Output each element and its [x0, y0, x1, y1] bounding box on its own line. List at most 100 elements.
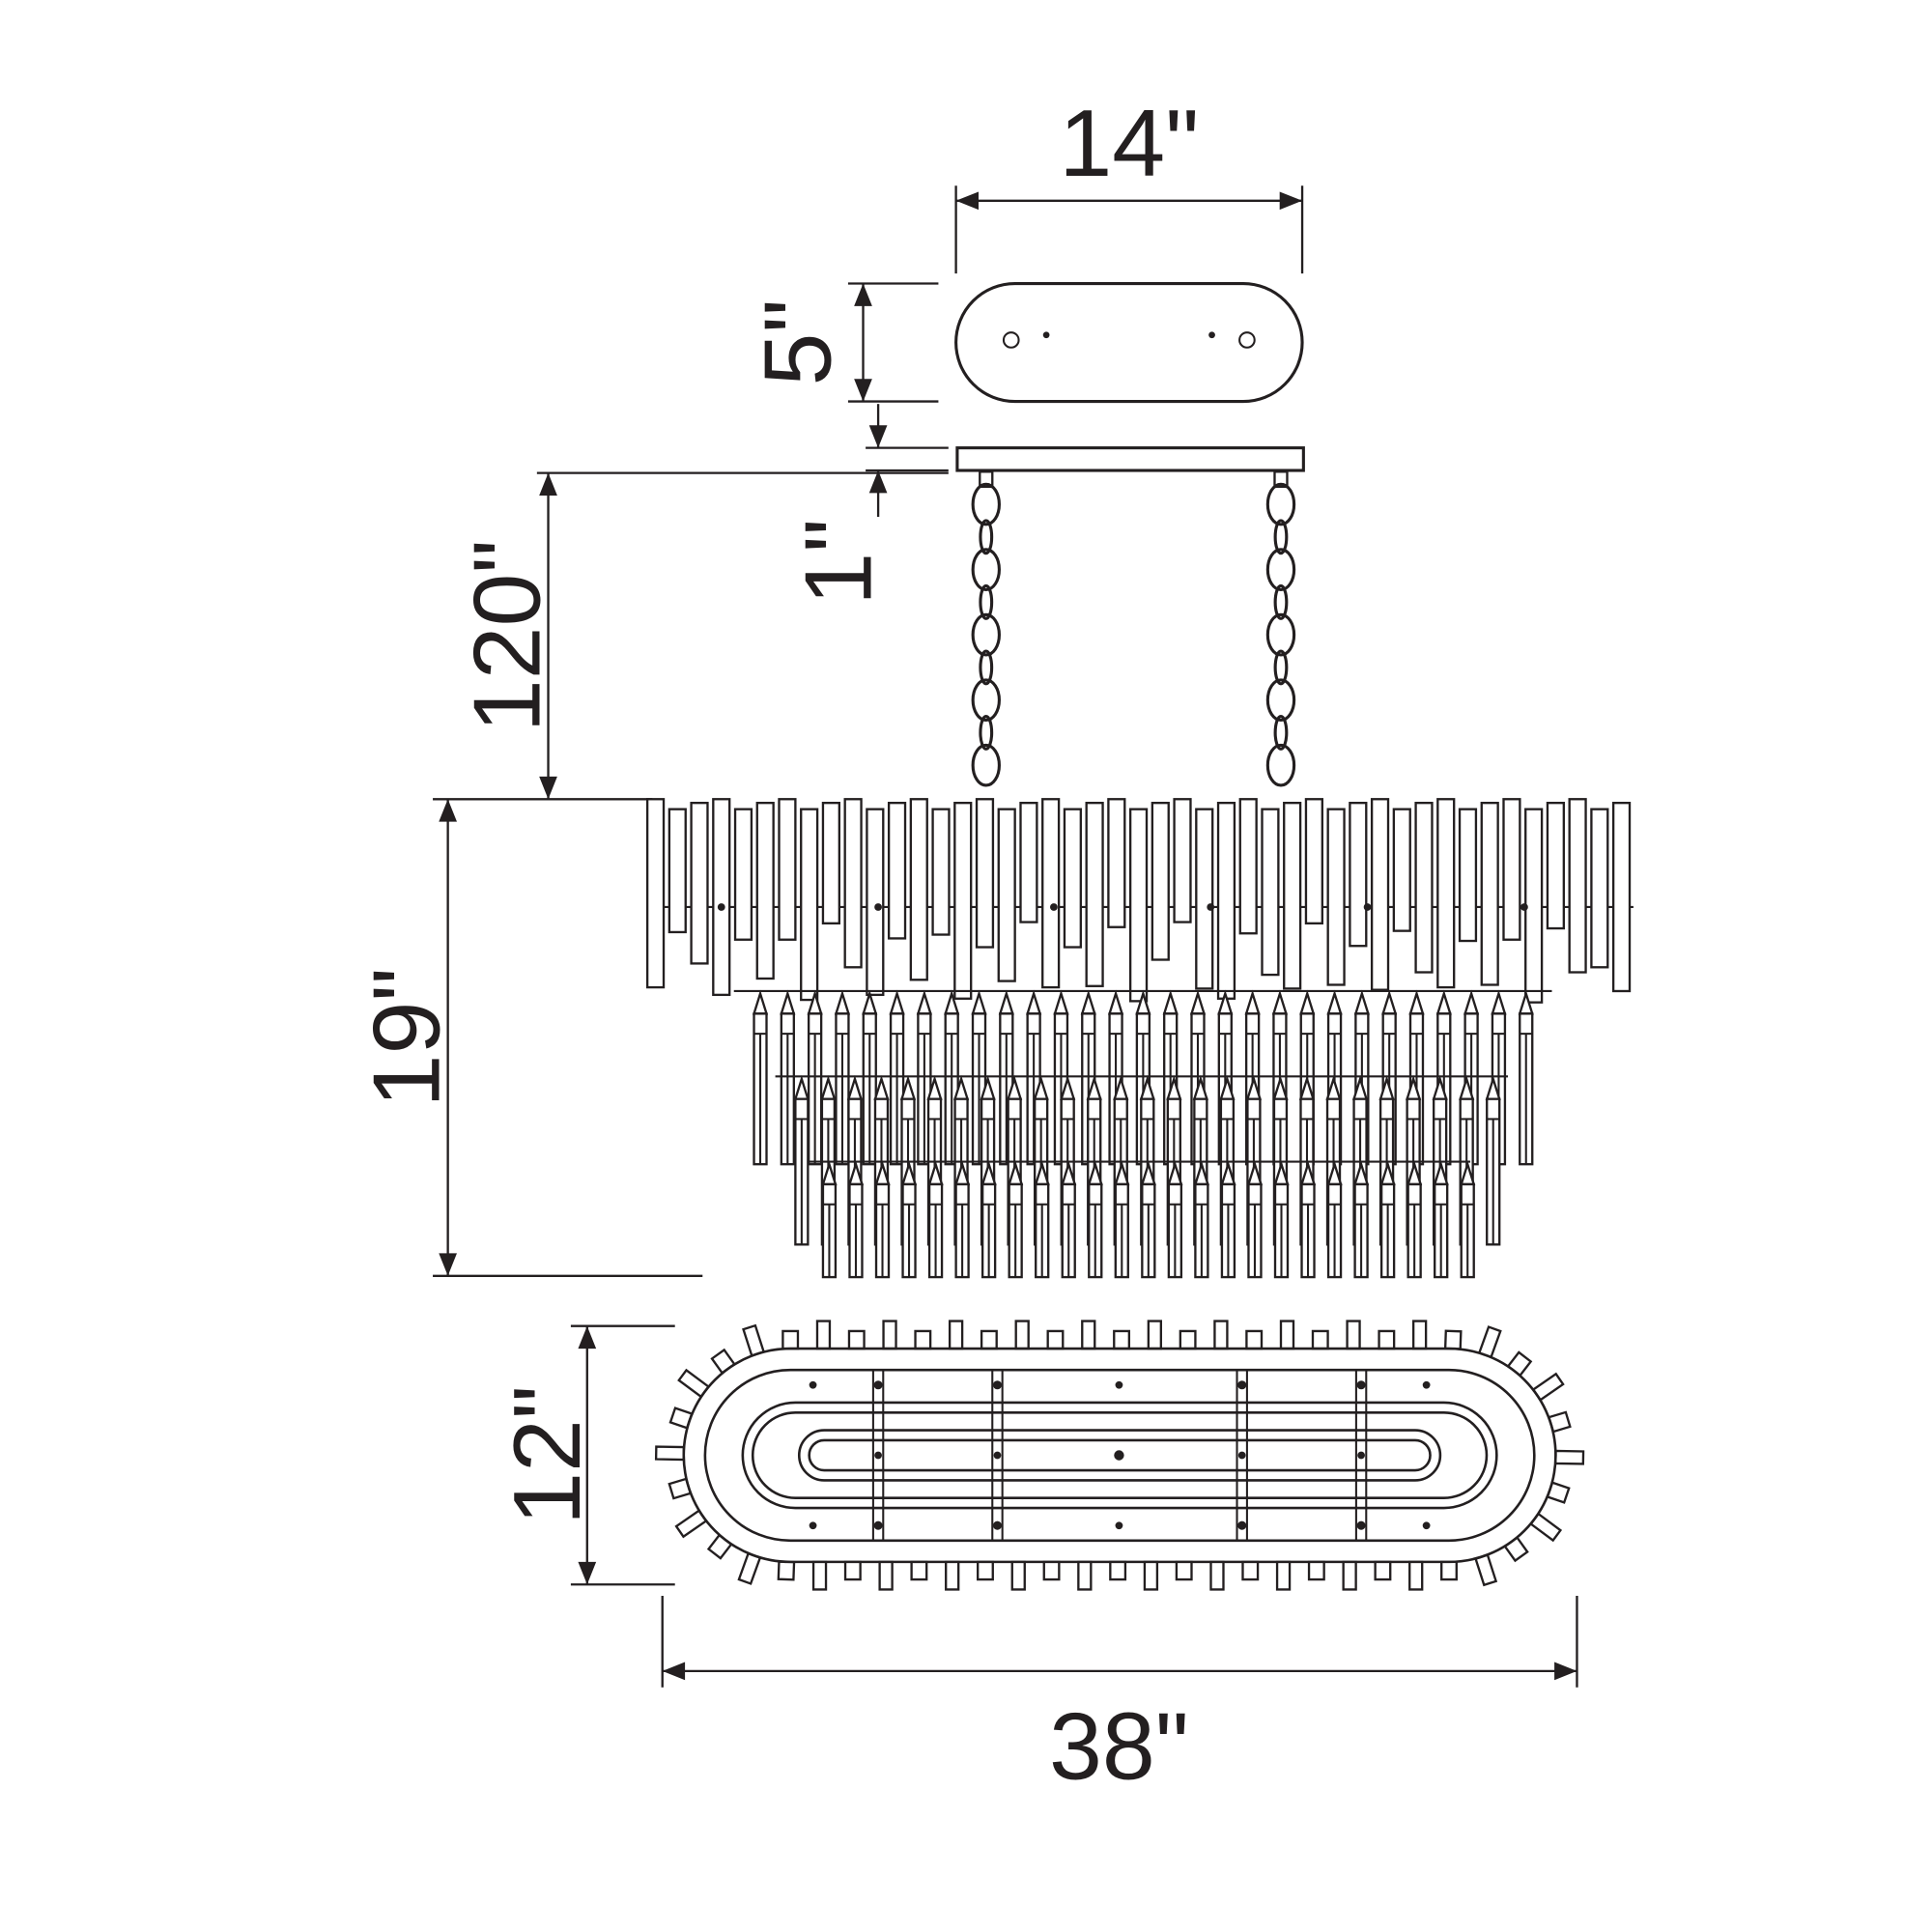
chain-link [971, 482, 1001, 526]
crystal-bar [712, 798, 731, 997]
plan-screw-dot [1422, 1521, 1431, 1530]
chain-link [1265, 743, 1296, 787]
crystal-bar [1611, 802, 1632, 993]
crystal-bar [1304, 798, 1323, 925]
plan-crystal-tick [1010, 1560, 1026, 1591]
plan-center-point [1114, 1450, 1124, 1461]
crystal-bar [1173, 798, 1192, 923]
crystal-bar [1019, 802, 1038, 923]
crystal-bar [1458, 808, 1478, 943]
band-dot [1207, 903, 1215, 911]
chain-link [971, 743, 1001, 787]
plan-crystal-tick [811, 1560, 828, 1591]
plan-screw-dot [992, 1380, 1003, 1390]
plan-screw-dot [1115, 1380, 1123, 1389]
crystal-bar [733, 808, 753, 941]
plan-crystal-tick [737, 1551, 762, 1585]
crystal-bar [843, 798, 863, 969]
chandelier-elevation [645, 798, 1634, 1279]
plan-crystal-tick [1241, 1560, 1260, 1581]
crystal-band [645, 798, 1632, 1004]
plan-screw-dot [1237, 1451, 1246, 1460]
crystal-bar [1480, 802, 1499, 986]
mounting-bar-outline [955, 446, 1305, 472]
chain-link [1265, 548, 1296, 591]
chain-link [1265, 678, 1296, 723]
plan-crystal-tick [914, 1329, 932, 1350]
plan-crystal-tick [843, 1560, 862, 1581]
plan-crystal-tick [742, 1323, 766, 1357]
prism-crystal-head [1435, 989, 1452, 1015]
plan-crystal-tick [1113, 1329, 1131, 1350]
plan-screw-dot [809, 1380, 817, 1389]
chain-link [1265, 482, 1296, 526]
dim-chain-length: 120" [433, 471, 949, 801]
plan-crystal-tick [847, 1329, 866, 1350]
prism-crystal-head [1381, 989, 1398, 1015]
plan-crystal-tick [710, 1348, 736, 1375]
plan-screw-dot [874, 1451, 882, 1460]
prism-crystal-head [971, 989, 987, 1015]
plan-crystal-tick [1179, 1329, 1197, 1350]
canopy-outline [954, 281, 1304, 404]
crystal-bar [1392, 808, 1411, 932]
plan-crystal-tick [1209, 1560, 1225, 1591]
prism-crystal-head [1189, 989, 1207, 1015]
dim-label-canopy-height: 5" [745, 299, 851, 386]
canopy-screw-hole-right [1238, 331, 1256, 349]
prism-crystal-head [752, 989, 769, 1015]
crystal-bar [1107, 798, 1126, 928]
plan-crystal-ticks [654, 1320, 1585, 1591]
canopy-pilot-dot-left [1042, 331, 1050, 339]
chain-link [979, 649, 994, 686]
prism-crystal-head [1491, 989, 1507, 1015]
crystal-bar [1151, 802, 1170, 961]
plan-crystal-tick [1307, 1560, 1325, 1581]
chain-connector [1273, 470, 1289, 489]
plan-crystal-tick [980, 1329, 998, 1350]
crystal-bar [997, 808, 1016, 982]
plan-crystal-tick [1477, 1325, 1502, 1359]
crystal-bar [1326, 808, 1346, 986]
plan-crystal-tick [910, 1560, 928, 1581]
chain-right [1265, 470, 1296, 787]
plan-crystal-tick [1342, 1560, 1357, 1591]
crystal-bar [866, 808, 885, 997]
plan-crystal-tick [1175, 1560, 1193, 1581]
dim-label-canopy-width: 14" [1059, 90, 1199, 196]
crystal-bar [821, 802, 840, 925]
dim-plan-length: 38" [661, 1595, 1578, 1800]
canopy-screw-hole-left [1002, 331, 1020, 349]
canopy-top-view [954, 281, 1304, 404]
plan-screw-dot [873, 1380, 883, 1390]
chain-link [1265, 612, 1296, 657]
plan-crystal-tick [1474, 1553, 1498, 1587]
band-dot [1520, 903, 1528, 911]
plan-crystal-tick [1109, 1560, 1127, 1581]
plan-crystal-tick [878, 1560, 894, 1591]
plan-crystal-tick [815, 1320, 832, 1350]
plan-crystal-tick [1554, 1449, 1585, 1465]
crystal-bar [1041, 798, 1061, 989]
crystal-bar [1502, 798, 1521, 941]
crystal-bar [778, 798, 797, 941]
chain-link [1273, 649, 1289, 686]
crystal-bar [1195, 808, 1214, 990]
crystal-bar [1370, 798, 1390, 991]
plan-crystal-tick [1081, 1320, 1096, 1350]
plan-crystal-tick [1245, 1329, 1264, 1350]
plan-crystal-tick [948, 1320, 964, 1350]
plan-crystal-tick [1411, 1320, 1428, 1350]
dim-label-chain-length: 120" [453, 540, 559, 733]
band-dot [717, 903, 725, 911]
crystal-bar [1349, 802, 1368, 948]
plan-crossbars [809, 1370, 1431, 1541]
plan-crystal-tick [1311, 1329, 1329, 1350]
plan-ring-2 [703, 1368, 1536, 1543]
plan-crystal-tick [706, 1533, 733, 1560]
plan-crystal-tick [1443, 1329, 1463, 1350]
plan-screw-dot [1422, 1380, 1431, 1389]
prism-crystal-head [998, 989, 1014, 1015]
